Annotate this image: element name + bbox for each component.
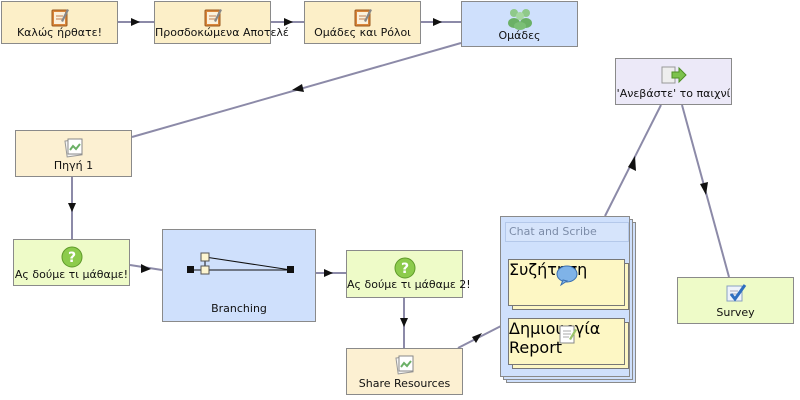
svg-text:?: ? <box>400 261 408 277</box>
arrowhead <box>400 318 408 327</box>
activity-assessment-2[interactable]: ? Ας δούμε τι μάθαμε 2! <box>346 250 471 298</box>
question-icon: ? <box>394 257 415 279</box>
report-icon <box>559 325 577 344</box>
activity-label: Branching <box>211 302 267 315</box>
activity-label: Πηγή 1 <box>53 159 94 172</box>
arrowhead <box>472 333 482 343</box>
activity-survey[interactable]: Survey <box>677 277 794 324</box>
activity-assessment-1[interactable]: ? Ας δούμε τι μάθαμε! <box>13 239 130 286</box>
activity-label: Ομάδες <box>498 29 541 42</box>
arrowhead <box>131 18 140 26</box>
activity-label: Share Resources <box>358 377 451 390</box>
resource-icon <box>394 355 414 375</box>
arrowhead <box>628 156 636 171</box>
activity-label: Ομάδες και Ρόλοι <box>314 26 411 39</box>
sequence-title: Chat and Scribe <box>505 222 629 242</box>
arrowhead <box>324 269 333 277</box>
activity-upload-game[interactable]: 'Ανεβάστε' το παιχνί <box>615 58 732 105</box>
users-icon <box>507 9 532 30</box>
notes-icon <box>51 9 69 27</box>
activity-welcome[interactable]: Καλώς ήρθατε! <box>1 1 118 44</box>
activity-label: Survey <box>716 306 755 319</box>
activity-label: Ας δούμε τι μάθαμε! <box>14 268 129 281</box>
activity-label: 'Ανεβάστε' το παιχνί <box>616 87 731 100</box>
sequence-item-discussion[interactable]: Συζήτηση <box>508 259 625 306</box>
arrowhead <box>700 182 708 195</box>
arrowhead <box>68 203 76 212</box>
arrowhead <box>292 84 304 92</box>
activity-source-1[interactable]: Πηγή 1 <box>15 130 132 177</box>
notes-icon <box>354 9 372 27</box>
activity-label: Ας δούμε τι μάθαμε 2! <box>347 278 471 291</box>
notes-icon <box>204 9 222 27</box>
activity-label: Προσδοκώμενα Αποτελέ <box>155 26 289 39</box>
activity-expected-outcomes[interactable]: Προσδοκώμενα Αποτελέ <box>154 1 289 44</box>
chat-bubble-icon <box>556 265 577 287</box>
question-icon: ? <box>61 246 82 268</box>
upload-arrow-icon <box>661 66 687 84</box>
activity-branching[interactable]: Branching <box>162 229 316 322</box>
arrowhead <box>141 264 151 273</box>
activity-label: Καλώς ήρθατε! <box>16 26 103 39</box>
activity-groups-and-roles[interactable]: Ομάδες και Ρόλοι <box>304 1 421 44</box>
branch-icon <box>187 252 294 275</box>
arrowhead <box>433 18 442 26</box>
sequence-item-label: Δημιουργία Report <box>509 319 601 357</box>
activity-groups[interactable]: Ομάδες <box>461 1 578 47</box>
arrowhead <box>284 18 293 26</box>
svg-text:?: ? <box>67 250 75 266</box>
survey-check-icon <box>726 284 746 302</box>
resource-icon <box>63 138 83 158</box>
sequence-item-report[interactable]: Δημιουργία Report <box>508 318 625 365</box>
activity-share-resources[interactable]: Share Resources <box>346 348 463 395</box>
